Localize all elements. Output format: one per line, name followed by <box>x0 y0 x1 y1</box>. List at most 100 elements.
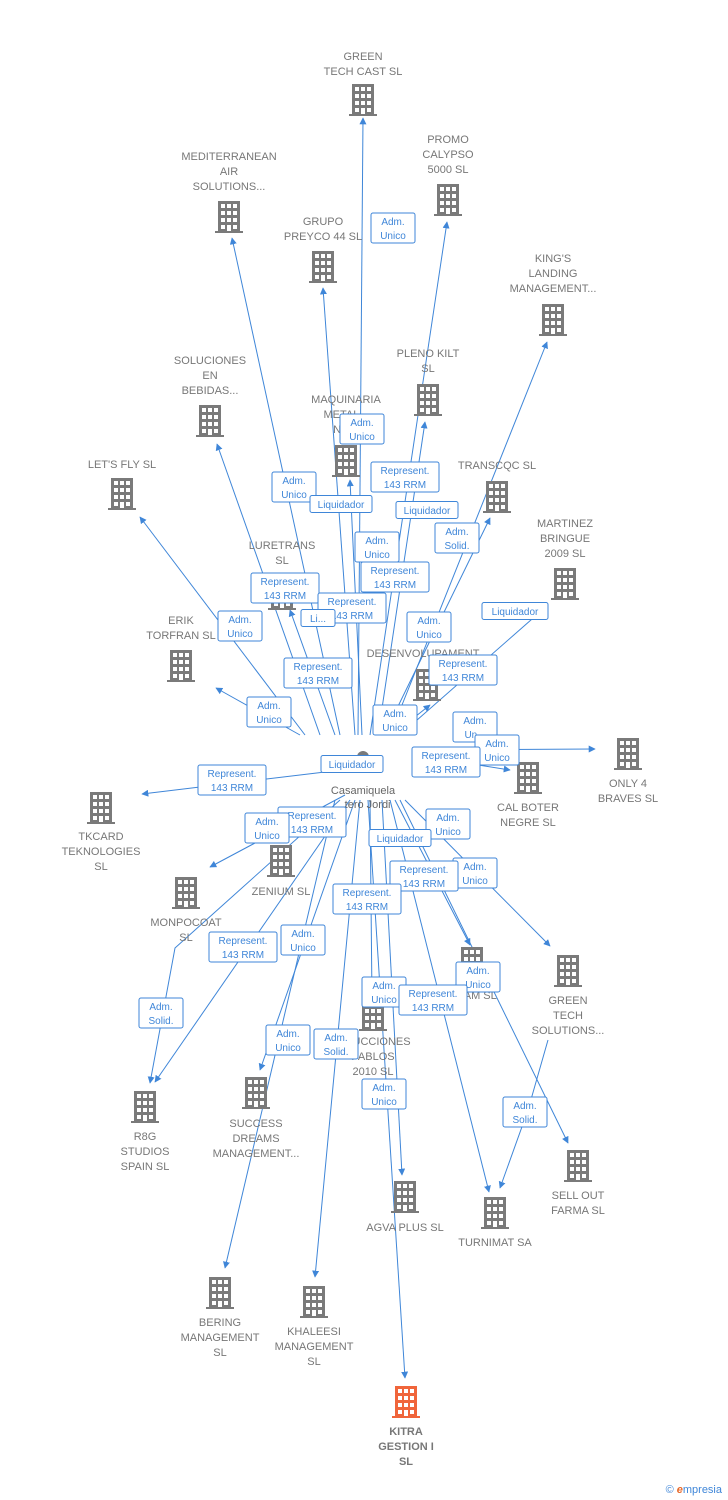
company-name-line: LET'S FLY SL <box>88 459 156 471</box>
role-badge-text: Adm. <box>228 615 251 626</box>
role-badge[interactable]: Represent.143 RRM <box>250 572 320 604</box>
role-badge[interactable]: Adm.Unico <box>265 1024 311 1056</box>
company-node-agva-plus[interactable]: AGVA PLUS SL <box>366 1181 444 1234</box>
role-badge[interactable]: Adm. Unico <box>354 531 400 563</box>
company-name-line: MANAGEMENT... <box>213 1148 300 1160</box>
role-badge[interactable]: Represent.143 RRM <box>428 654 498 686</box>
role-badge[interactable]: Adm.Solid. <box>313 1028 359 1060</box>
company-node-transcqc[interactable]: TRANSCQC SL <box>458 460 536 513</box>
role-badge[interactable]: Liquidador <box>481 602 549 620</box>
company-name-line: SOLUCIONES <box>174 355 246 367</box>
company-name-line: PABLOS <box>351 1051 394 1063</box>
role-badge[interactable]: Liquidador <box>320 755 384 773</box>
company-name: ZENIUM SL <box>252 886 311 898</box>
company-name-line: FARMA SL <box>551 1205 605 1217</box>
role-badge[interactable]: Adm.Unico <box>271 471 317 503</box>
role-badge[interactable]: Adm.Solid. <box>434 522 480 554</box>
role-badge-box <box>283 657 353 689</box>
company-name-line: GREEN <box>548 995 587 1007</box>
role-badge[interactable]: Adm.Unico <box>370 212 416 244</box>
role-badge-text: 143 RRM <box>331 611 373 622</box>
role-badge[interactable]: Adm.Solid. <box>502 1096 548 1128</box>
company-name-line: SELL OUT <box>552 1190 605 1202</box>
role-badge-text: Adm. <box>365 536 388 547</box>
company-name-line: TRANSCQC SL <box>458 460 536 472</box>
company-node-lets-fly[interactable]: LET'S FLY SL <box>88 459 156 510</box>
role-badge-text: 143 RRM <box>412 1003 454 1014</box>
role-badge-box <box>250 572 320 604</box>
role-badge[interactable]: Adm.Solid. <box>138 997 184 1029</box>
company-name-line: PROMO <box>427 134 469 146</box>
role-badge[interactable]: Adm.Unico <box>474 734 520 766</box>
building-icon <box>392 1386 420 1418</box>
footer-credit[interactable]: © empresia <box>666 1484 722 1496</box>
role-badge[interactable]: Adm.Unico <box>361 1078 407 1110</box>
role-badge-text: Adm. <box>513 1101 536 1112</box>
brand-initial: e <box>676 1484 683 1496</box>
role-badge[interactable]: Liquidador <box>368 829 432 847</box>
role-badge[interactable]: Adm.Unico <box>244 812 290 844</box>
role-badge[interactable]: Adm.Unico <box>361 976 407 1008</box>
company-node-sell-out-farma[interactable]: SELL OUT FARMA SL <box>551 1150 605 1217</box>
role-badge-text: Represent. <box>422 751 471 762</box>
role-badge[interactable]: Adm.Unico <box>455 961 501 993</box>
role-badge[interactable]: Adm.Unico <box>372 704 418 736</box>
role-badge[interactable]: Adm.Unico <box>217 610 263 642</box>
role-badge[interactable]: Adm.Unico <box>425 808 471 840</box>
role-badge[interactable]: Represent.143 RRM <box>208 931 278 963</box>
role-badge-text: Unico <box>364 550 390 561</box>
role-badge[interactable]: Liquidador <box>395 501 459 519</box>
role-badge[interactable]: Represent.143 RRM <box>389 860 459 892</box>
role-badge[interactable]: Li... <box>300 609 336 627</box>
role-badge[interactable]: Represent.143 RRM <box>411 746 481 778</box>
role-badge[interactable]: Adm.Unico <box>280 924 326 956</box>
company-name-line: KITRA <box>389 1426 423 1438</box>
company-name-line: BEBIDAS... <box>182 385 239 397</box>
role-badge-text: Li... <box>310 614 326 625</box>
role-badge[interactable]: Adm.Unico <box>452 857 498 889</box>
role-badge[interactable]: Adm.Unico <box>406 611 452 643</box>
building-icon <box>196 405 224 437</box>
role-badge[interactable]: Represent.143 RRM <box>398 984 468 1016</box>
company-name-line: PREYCO 44 SL <box>284 231 362 243</box>
role-badge[interactable]: Represent.143 RRM <box>283 657 353 689</box>
role-badge[interactable]: Represent.143 RRM <box>370 461 440 493</box>
person-name: Casamiquela...tero Jordi <box>331 785 396 811</box>
role-badge-text: Unico <box>380 231 406 242</box>
role-badge[interactable]: Represent.143 RRM <box>332 883 402 915</box>
company-node-zenium[interactable]: ZENIUM SL <box>252 845 311 898</box>
role-badge[interactable]: Adm.Unico <box>246 696 292 728</box>
role-badge[interactable]: Liquidador <box>309 495 373 513</box>
role-badge[interactable]: Adm.Unico <box>339 413 385 445</box>
company-name-line: SL <box>307 1356 320 1368</box>
company-node-turnimat[interactable]: TURNIMAT SA <box>458 1197 532 1249</box>
role-badge[interactable]: Represent.143 RRM <box>197 764 267 796</box>
role-badge[interactable]: Represent.143 RRM <box>360 561 430 593</box>
